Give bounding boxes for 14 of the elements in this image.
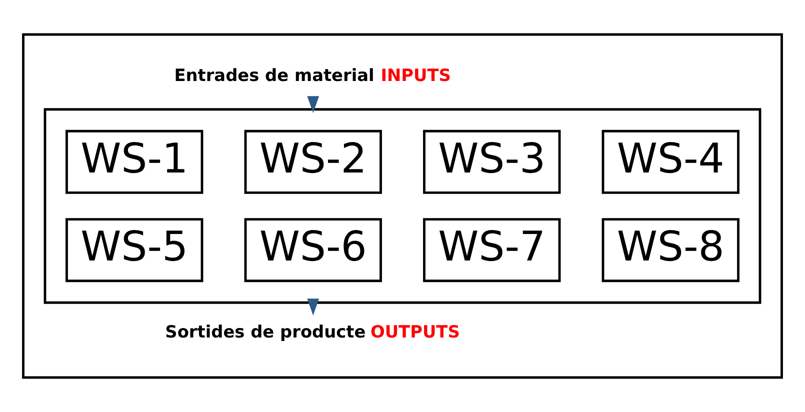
arrow	[307, 96, 320, 114]
arrow	[307, 298, 320, 316]
cluster	[44, 108, 762, 304]
node-box: WS-5	[66, 218, 204, 282]
node-text: Sortides de producte OUTPUTS	[165, 321, 460, 342]
node-box: WS-6	[244, 218, 382, 282]
node-box: WS-4	[602, 130, 740, 194]
node-box: WS-1	[66, 130, 204, 194]
node-box: WS-8	[602, 218, 740, 282]
node-box: WS-3	[423, 130, 561, 194]
node-text: Entrades de material INPUTS	[174, 65, 451, 86]
cluster	[22, 33, 783, 379]
node-box: WS-2	[244, 130, 382, 194]
node-box: WS-7	[423, 218, 561, 282]
